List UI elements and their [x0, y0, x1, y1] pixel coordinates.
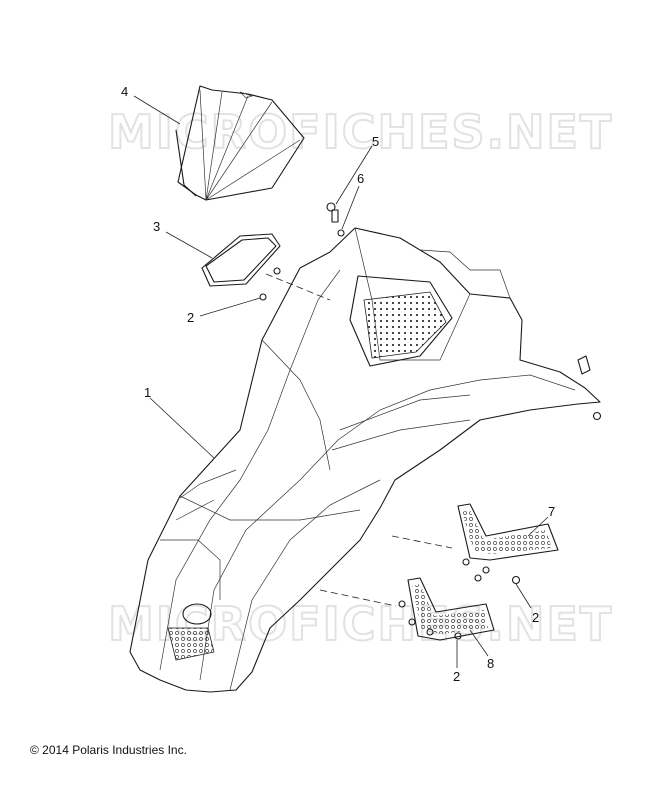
fastener-part — [326, 202, 345, 237]
callout-2c: 2 — [453, 669, 460, 684]
watermark-top: MICROFICHES.NET — [108, 105, 613, 159]
callout-3: 3 — [153, 219, 160, 234]
callout-labels: 1 2 2 2 3 4 5 6 7 8 — [121, 84, 555, 684]
bracket-part-7 — [457, 503, 559, 582]
windshield-part — [175, 85, 305, 201]
callout-6: 6 — [357, 171, 364, 186]
callout-7: 7 — [548, 504, 555, 519]
callout-4: 4 — [121, 84, 128, 99]
nut-parts — [259, 267, 602, 585]
callout-5: 5 — [372, 134, 379, 149]
callout-2a: 2 — [187, 310, 194, 325]
callout-8: 8 — [487, 656, 494, 671]
callout-1: 1 — [144, 385, 151, 400]
bracket-part-8 — [398, 577, 495, 641]
callout-2b: 2 — [532, 610, 539, 625]
hood-part — [129, 227, 601, 693]
grille-part — [201, 233, 281, 287]
leader-lines — [133, 95, 549, 668]
copyright-text: © 2014 Polaris Industries Inc. — [30, 743, 187, 757]
